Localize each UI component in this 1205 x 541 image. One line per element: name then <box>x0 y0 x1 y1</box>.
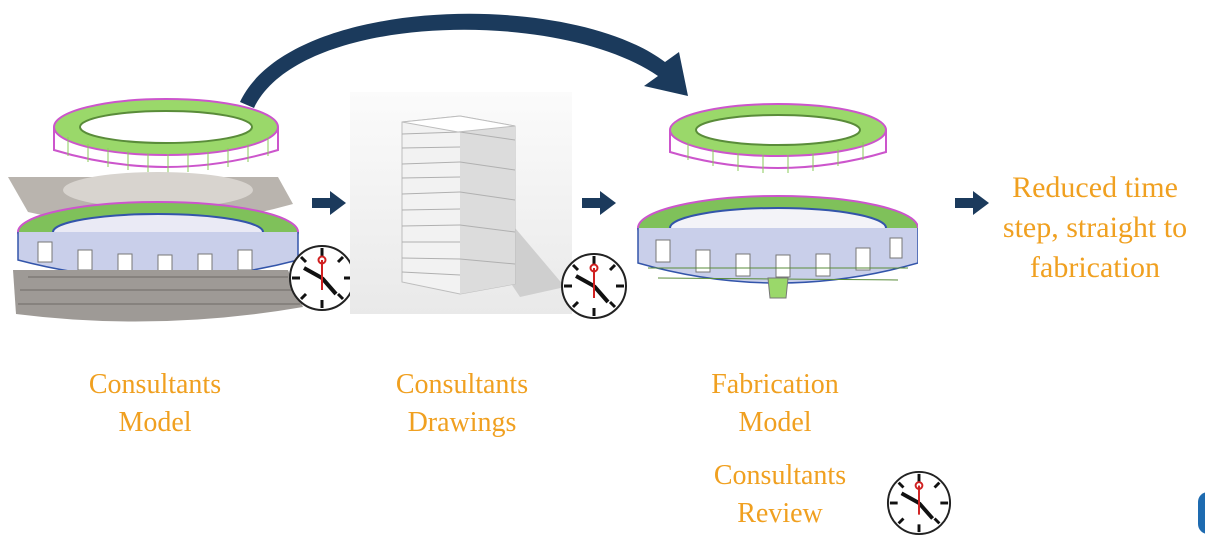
right-arrow-icon <box>312 191 346 215</box>
right-arrow-icon <box>955 191 989 215</box>
stage-label-line-1: Consultants <box>88 369 222 400</box>
review-label: Consultants Review <box>695 457 865 533</box>
result-line-1: Reduced time <box>1012 171 1178 204</box>
result-line-2: step, straight to <box>1002 211 1188 244</box>
result-line-3: fabrication <box>1030 251 1160 284</box>
fabrication-model-image <box>637 103 918 299</box>
stage-label-line-2: Model <box>118 407 192 438</box>
edge-logo-fragment <box>1198 492 1205 534</box>
clock-icon <box>886 470 952 536</box>
review-label-line-1: Consultants <box>713 460 847 491</box>
review-label-line-2: Review <box>737 498 823 529</box>
consultants-model-image <box>8 98 303 322</box>
stage-label-line-1: Consultants <box>395 369 529 400</box>
stage-label-line-1: Fabrication <box>711 369 839 400</box>
stage-label-line-2: Model <box>738 407 812 438</box>
right-arrow-icon <box>582 191 616 215</box>
curved-arrow-icon <box>240 13 688 108</box>
consultants-drawings-image <box>350 92 572 314</box>
stage-label-consultants-drawings: Consultants Drawings <box>377 366 547 442</box>
clock-icon <box>561 253 627 319</box>
stage-label-line-2: Drawings <box>407 407 517 438</box>
result-text: Reduced time step, straight to fabricati… <box>990 168 1200 288</box>
stage-label-consultants-model: Consultants Model <box>70 366 240 442</box>
stage-label-fabrication-model: Fabrication Model <box>690 366 860 442</box>
clock-icon <box>289 245 355 311</box>
